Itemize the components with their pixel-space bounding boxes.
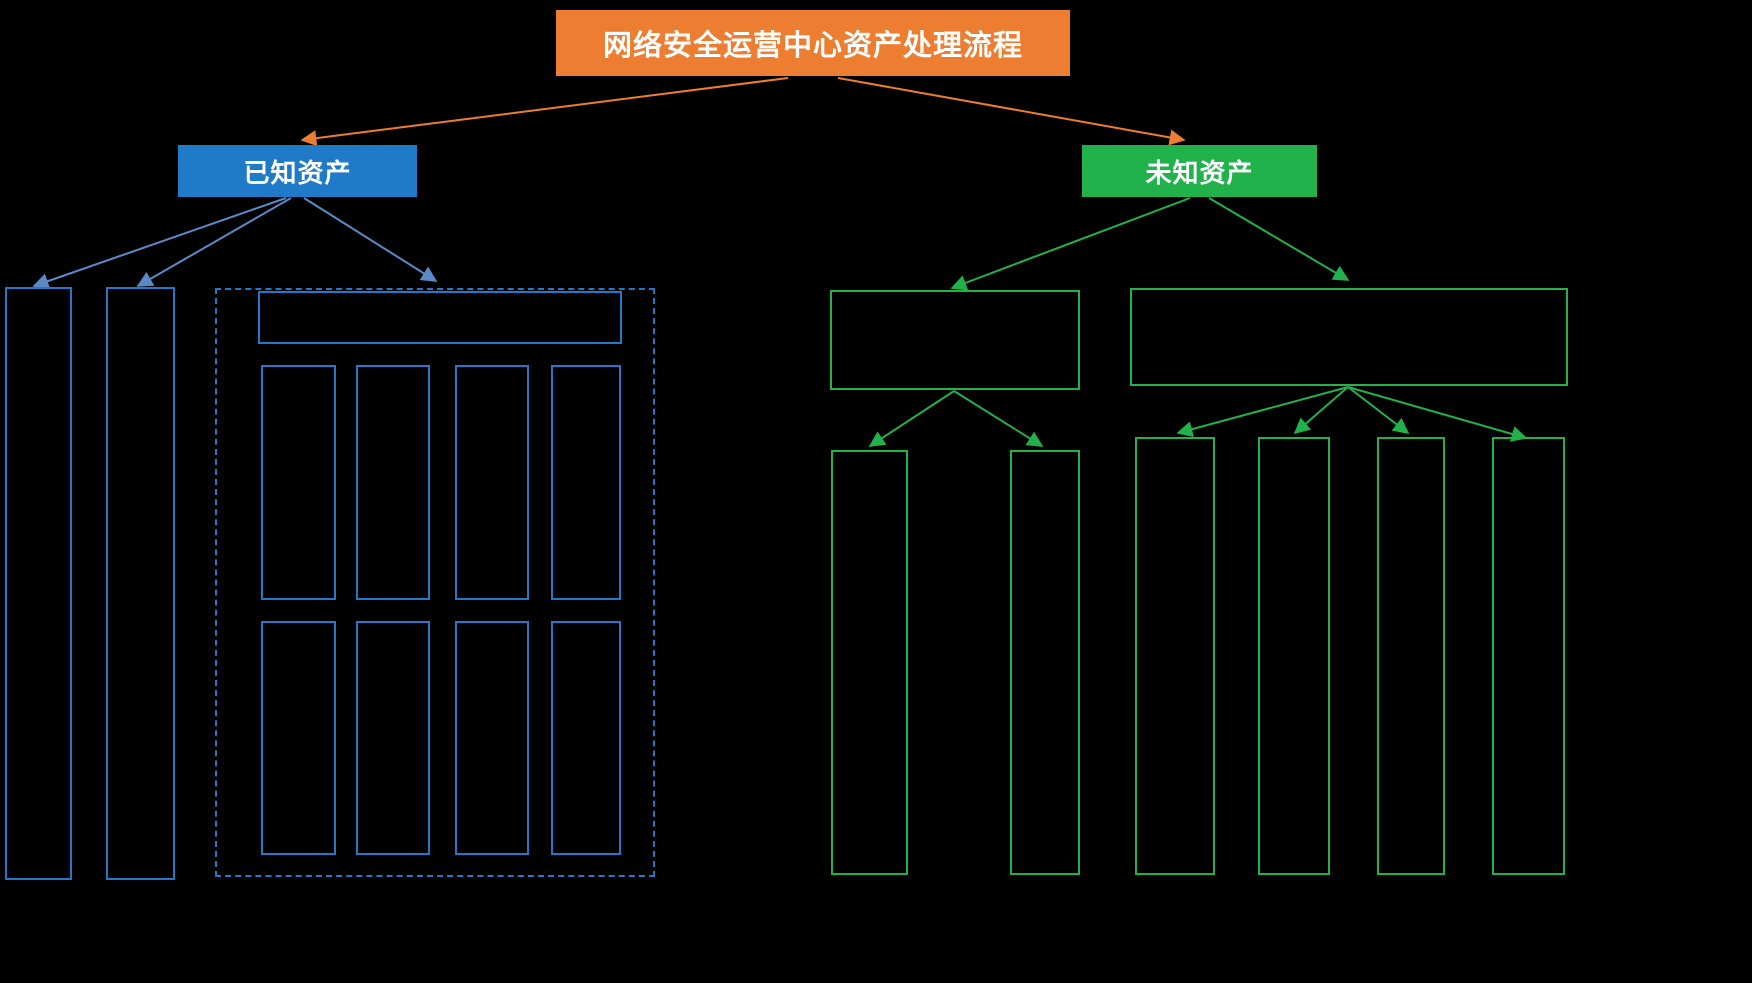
known-grid-r2c4 xyxy=(551,621,621,855)
known-group-header xyxy=(258,291,622,344)
known-grid-r1c4 xyxy=(551,365,621,600)
arrow-right-group-to-column-1 xyxy=(1176,386,1349,437)
arrow-right-group-to-column-4 xyxy=(1347,386,1528,442)
arrow-right-group-to-column-3 xyxy=(1347,386,1410,434)
unknown-assets-node: 未知资产 xyxy=(1082,145,1317,197)
arrow-unknown-to-left-group xyxy=(950,197,1191,291)
title-node: 网络安全运营中心资产处理流程 xyxy=(556,10,1070,76)
unknown-right-column-3 xyxy=(1377,437,1445,875)
known-grid-r1c3 xyxy=(455,365,529,600)
arrow-left-group-to-column-1 xyxy=(868,390,955,447)
known-grid-r2c2 xyxy=(356,621,430,855)
unknown-left-column-2 xyxy=(1010,450,1080,875)
unknown-right-column-4 xyxy=(1492,437,1565,875)
arrow-title-to-unknown xyxy=(837,77,1186,146)
title-text: 网络安全运营中心资产处理流程 xyxy=(602,30,1023,62)
arrow-right-group-to-column-2 xyxy=(1293,386,1349,435)
known-grid-r1c1 xyxy=(261,365,336,600)
arrow-left-group-to-column-2 xyxy=(953,390,1044,447)
known-grid-r1c2 xyxy=(356,365,430,600)
arrow-known-to-group xyxy=(303,197,438,282)
arrow-unknown-to-right-group xyxy=(1208,197,1350,281)
arrow-title-to-known xyxy=(300,77,789,147)
unknown-group-right xyxy=(1130,288,1568,386)
unknown-right-column-1 xyxy=(1135,437,1215,875)
known-assets-node: 已知资产 xyxy=(178,145,417,197)
unknown-group-left xyxy=(830,290,1080,390)
unknown-right-column-2 xyxy=(1258,437,1330,875)
unknown-assets-label: 未知资产 xyxy=(1145,157,1254,188)
known-column-1 xyxy=(5,287,72,880)
known-assets-label: 已知资产 xyxy=(243,157,352,188)
unknown-left-column-1 xyxy=(831,450,908,875)
known-group-container xyxy=(215,288,655,877)
arrow-known-to-column-2 xyxy=(136,197,292,287)
known-column-2 xyxy=(106,287,175,880)
arrow-known-to-column-1 xyxy=(32,197,287,289)
known-grid-r2c3 xyxy=(455,621,529,855)
known-grid-r2c1 xyxy=(261,621,336,855)
